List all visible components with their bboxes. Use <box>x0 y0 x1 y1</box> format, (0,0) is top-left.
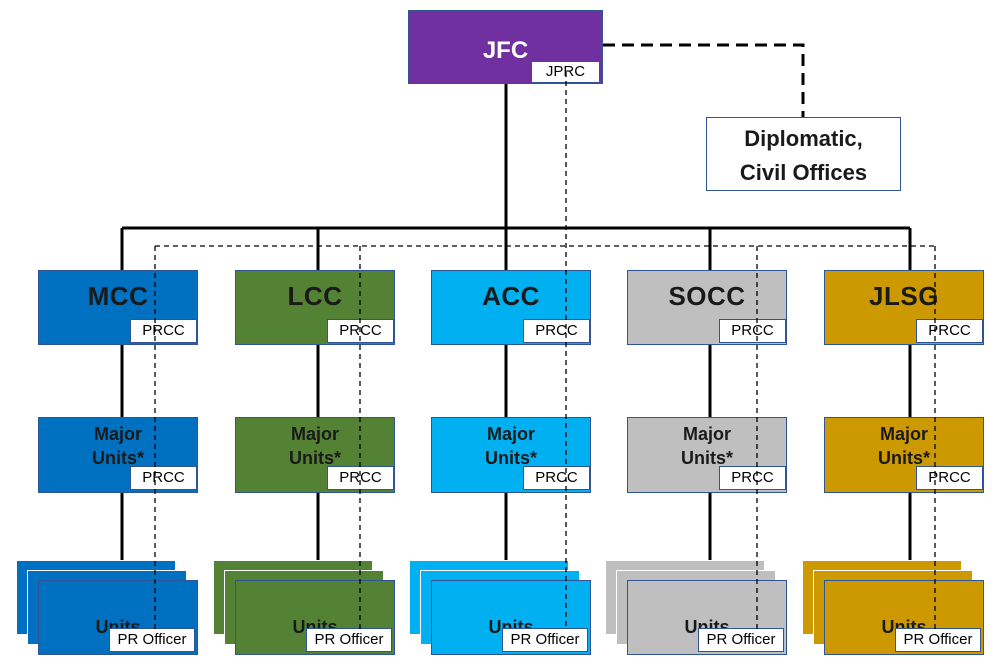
prcc-tag: PRCC <box>916 466 983 490</box>
major-label: Major <box>486 424 535 444</box>
major-units-socc: Major Units* PRCC <box>627 417 787 493</box>
major-label: Major <box>290 424 339 444</box>
prcc-tag: PRCC <box>719 466 786 490</box>
major-units-lcc: Major Units* PRCC <box>235 417 395 493</box>
node-label: SOCC <box>668 281 746 311</box>
diplomatic-label: Diplomatic, <box>744 126 863 151</box>
units-star-label: Units* <box>91 448 144 468</box>
civil-offices-label: Civil Offices <box>739 160 868 185</box>
units-acc: Units PR Officer <box>431 580 591 655</box>
prcc-tag: PRCC <box>523 466 590 490</box>
node-mcc: MCC PRCC <box>38 270 198 345</box>
major-label: Major <box>879 424 928 444</box>
units-socc: Units PR Officer <box>627 580 787 655</box>
jfc-node: JFC JPRC <box>408 10 603 84</box>
units-jlsg: Units PR Officer <box>824 580 984 655</box>
units-star-label: Units* <box>484 448 537 468</box>
node-label: MCC <box>87 281 149 311</box>
prcc-tag: PRCC <box>130 466 197 490</box>
prcc-tag: PRCC <box>719 319 786 343</box>
units-star-label: Units* <box>288 448 341 468</box>
jfc-label: JFC <box>482 37 529 64</box>
units-mcc: Units PR Officer <box>38 580 198 655</box>
prcc-tag: PRCC <box>327 319 394 343</box>
major-units-mcc: Major Units* PRCC <box>38 417 198 493</box>
prcc-tag: PRCC <box>130 319 197 343</box>
pr-officer-tag: PR Officer <box>502 628 588 652</box>
pr-officer-tag: PR Officer <box>306 628 392 652</box>
major-units-jlsg: Major Units* PRCC <box>824 417 984 493</box>
prcc-tag: PRCC <box>523 319 590 343</box>
prcc-tag: PRCC <box>327 466 394 490</box>
node-label: ACC <box>482 281 540 311</box>
major-label: Major <box>93 424 142 444</box>
node-label: LCC <box>287 281 343 311</box>
diplomatic-civil-offices-node: Diplomatic, Civil Offices <box>706 117 901 191</box>
major-units-acc: Major Units* PRCC <box>431 417 591 493</box>
node-lcc: LCC PRCC <box>235 270 395 345</box>
major-label: Major <box>682 424 731 444</box>
units-lcc: Units PR Officer <box>235 580 395 655</box>
prcc-tag: PRCC <box>916 319 983 343</box>
units-star-label: Units* <box>680 448 733 468</box>
node-acc: ACC PRCC <box>431 270 591 345</box>
node-jlsg: JLSG PRCC <box>824 270 984 345</box>
node-socc: SOCC PRCC <box>627 270 787 345</box>
node-label: JLSG <box>869 281 939 311</box>
pr-officer-tag: PR Officer <box>895 628 981 652</box>
units-star-label: Units* <box>877 448 930 468</box>
jprc-tag: JPRC <box>531 61 600 83</box>
pr-officer-tag: PR Officer <box>698 628 784 652</box>
pr-officer-tag: PR Officer <box>109 628 195 652</box>
